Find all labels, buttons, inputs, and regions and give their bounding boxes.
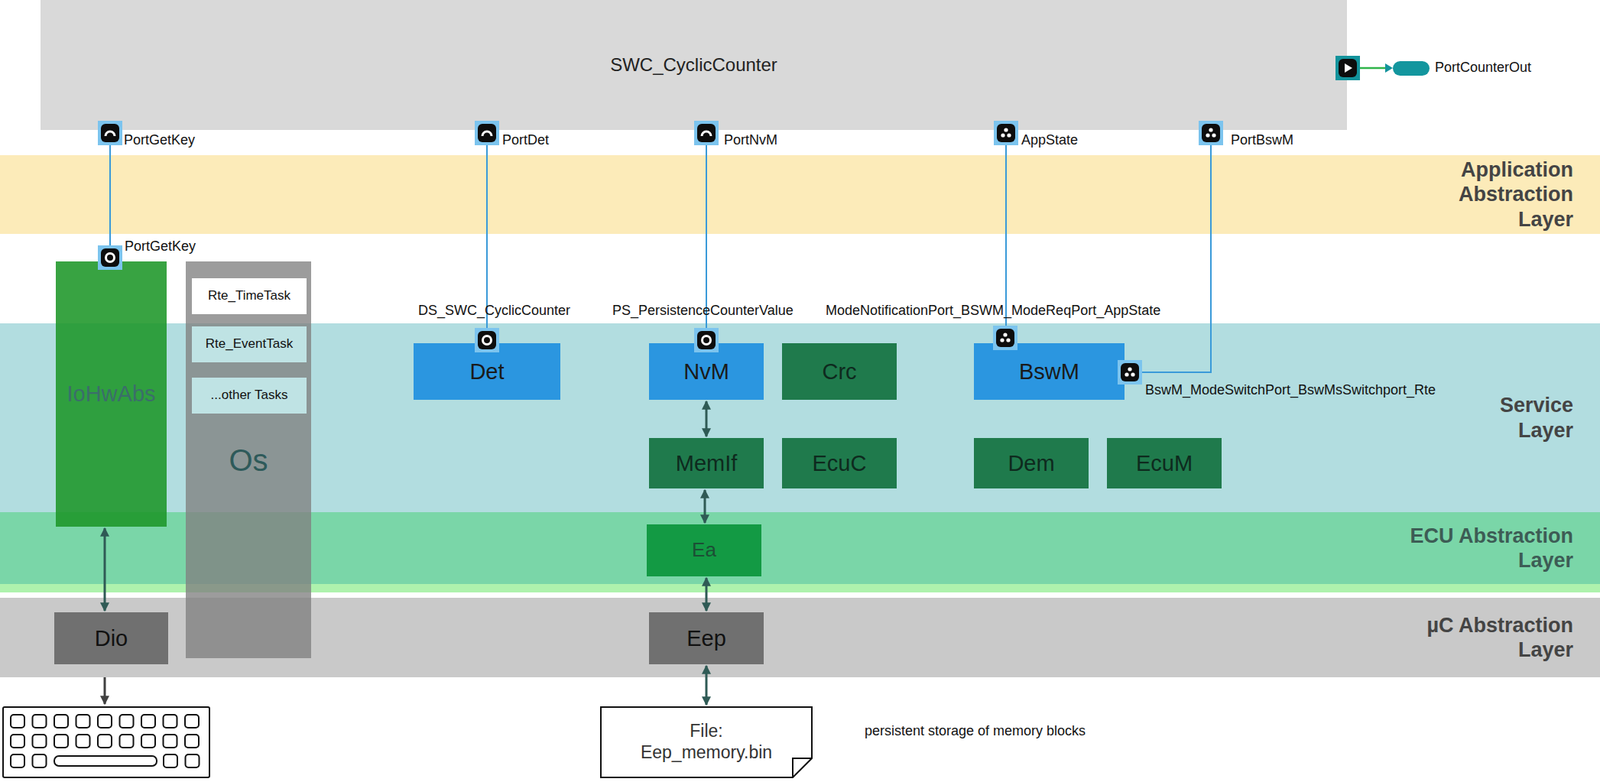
box-label: NvM [683, 358, 730, 386]
port-name: PortGetKey [124, 238, 196, 256]
box-label: Eep [686, 625, 727, 653]
module-box: IoHwAbs [55, 261, 167, 527]
port-icon [97, 245, 123, 270]
box-label: EcuM [1135, 450, 1193, 478]
layer-label: ECU Abstraction Layer [1389, 523, 1574, 574]
port-icon [1335, 55, 1360, 81]
data-flow-arrow [704, 490, 707, 523]
module-box: MemIf [649, 438, 764, 489]
port-name: AppState [1021, 132, 1078, 150]
box-label: BswM [1019, 358, 1080, 386]
layer-label: µC Abstraction Layer [1389, 613, 1574, 663]
port-icon [993, 120, 1019, 146]
box-label: Det [469, 358, 504, 386]
box-label: EcuC [812, 450, 867, 478]
port-icon [1117, 360, 1143, 385]
box-label: MemIf [675, 450, 738, 478]
box-label: ...other Tasks [210, 387, 289, 403]
layer-label: Service Layer [1481, 392, 1574, 443]
data-flow-arrow [705, 665, 708, 705]
port-name: BswM_ModeSwitchPort_BswMsSwitchport_Rte [1145, 382, 1436, 400]
port-name: ModeNotificationPort_BSWM_ModeReqPort_Ap… [825, 302, 1161, 320]
module-box: BswM [973, 343, 1125, 400]
port-name: PortNvM [723, 132, 778, 150]
box-label: SWC_CyclicCounter [610, 54, 778, 77]
signal-line [1359, 67, 1389, 70]
keyboard-icon [3, 707, 210, 778]
box-label: Dio [94, 625, 129, 653]
file-box: File: Eep_memory.bin [600, 706, 813, 779]
task-box: ...other Tasks [191, 377, 307, 414]
box-label: Ea [691, 538, 717, 562]
data-flow-arrow [705, 577, 708, 611]
module-box: Det [413, 343, 561, 400]
box-label: Crc [821, 358, 857, 386]
data-flow-arrow [705, 401, 708, 437]
port-icon [474, 327, 500, 353]
task-box: Rte_EventTask [191, 326, 307, 363]
driver-box: Dio [54, 612, 169, 665]
module-box: EcuM [1106, 438, 1222, 489]
port-connector [109, 129, 111, 262]
module-box: Crc [782, 343, 897, 400]
data-flow-arrow [103, 528, 107, 611]
layer-label: Application Abstraction Layer [1443, 157, 1574, 232]
port-icon [97, 120, 123, 146]
port-name: PortDet [502, 132, 549, 150]
layer-band: Application Abstraction Layer [0, 155, 1600, 234]
port-icon [694, 120, 719, 146]
task-box: Rte_TimeTask [191, 278, 307, 315]
signal-arrowhead [1385, 63, 1393, 73]
port-icon [474, 120, 500, 146]
module-box: Ea [646, 524, 762, 577]
port-name: PortCounterOut [1434, 59, 1532, 77]
module-box: EcuC [782, 438, 897, 489]
port-name: PortBswM [1230, 132, 1294, 150]
note-text: persistent storage of memory blocks [864, 723, 1086, 740]
component-box: SWC_CyclicCounter [40, 0, 1347, 130]
box-label: Rte_TimeTask [207, 288, 291, 304]
port-icon [1198, 120, 1224, 146]
port-icon [694, 327, 719, 353]
port-name: PortGetKey [123, 132, 195, 150]
driver-box: Eep [649, 612, 764, 665]
port-name: DS_SWC_CyclicCounter [418, 302, 571, 320]
port-name: PS_PersistenceCounterValue [612, 302, 794, 320]
box-label: Dem [1007, 450, 1055, 478]
port-icon [993, 325, 1018, 351]
module-box: NvM [649, 343, 764, 400]
box-label: IoHwAbs [66, 380, 156, 408]
box-label: Rte_EventTask [205, 336, 293, 352]
signal-pill [1392, 61, 1430, 76]
box-label: Os [228, 441, 268, 479]
os-box: Os Rte_TimeTaskRte_EventTask ...other Task… [185, 261, 312, 659]
box-label: File: Eep_memory.bin [637, 720, 776, 763]
module-box: Dem [973, 438, 1089, 489]
